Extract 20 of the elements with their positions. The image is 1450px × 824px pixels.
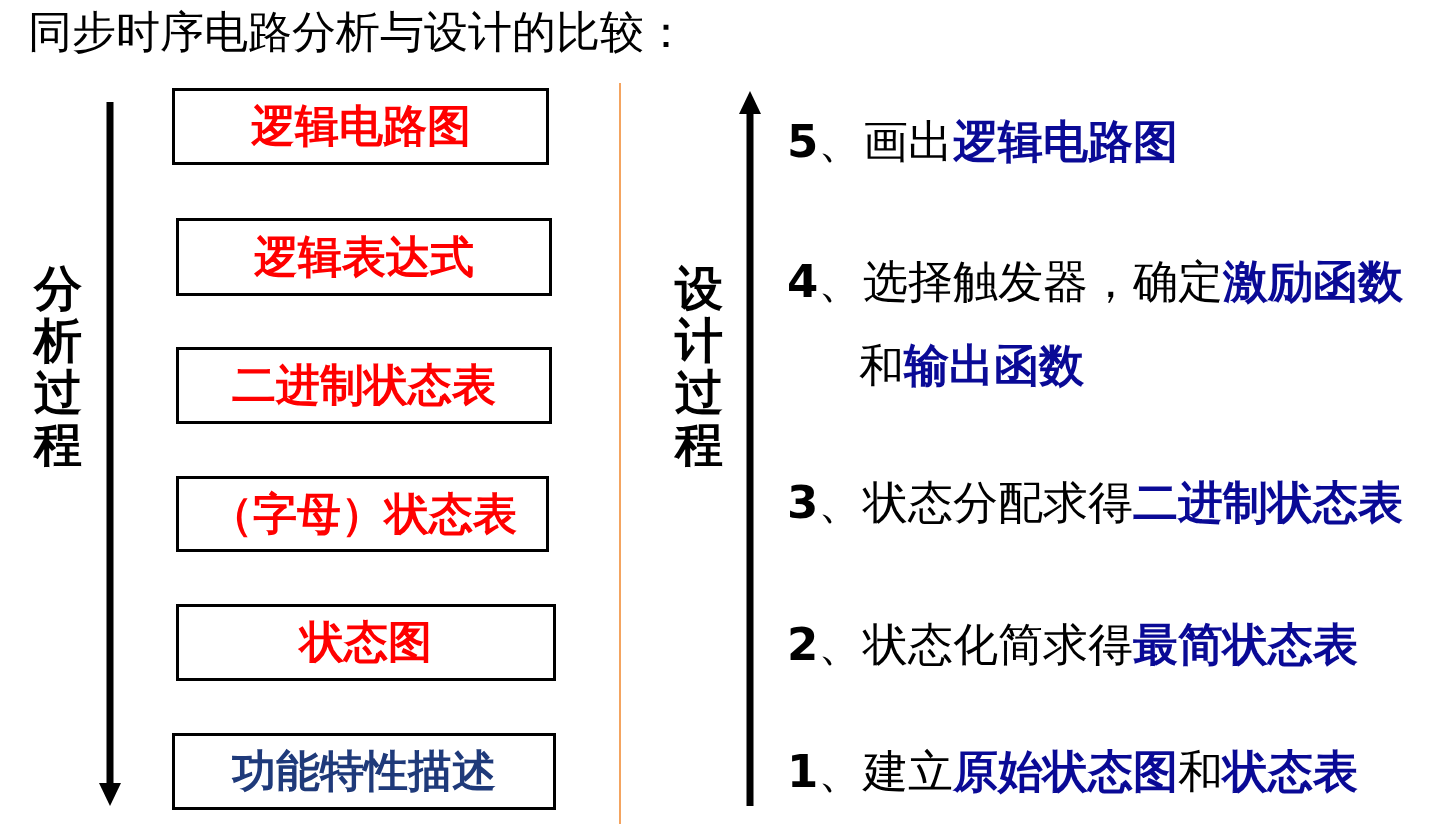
step-text: 1、建立原始状态图和状态表	[787, 744, 1359, 800]
step-text: 2、状态化简求得最简状态表	[787, 617, 1359, 673]
step-text: 3、状态分配求得二进制状态表	[787, 475, 1404, 531]
stage-text: 逻辑表达式	[254, 230, 474, 284]
title: 同步时序电路分析与设计的比较：	[28, 5, 688, 59]
stage-box	[176, 476, 549, 552]
step-text: 4、选择触发器，确定激励函数和输出函数	[787, 254, 1405, 394]
step-text: 5、画出逻辑电路图	[787, 114, 1179, 170]
stage-text: 逻辑电路图	[250, 100, 471, 153]
stage-text: 状态图	[300, 616, 432, 669]
stage-text: 二进制状态表	[232, 359, 496, 412]
stage-text: 功能特性描述	[232, 745, 496, 798]
stage-box	[172, 733, 556, 810]
stage-box	[176, 604, 556, 681]
stage-box	[176, 218, 552, 296]
stage-box	[172, 88, 549, 165]
stage-box	[176, 347, 552, 424]
stage-text: （字母）状态表	[208, 487, 517, 541]
process-label: 设计过程	[674, 262, 724, 470]
process-label: 分析过程	[33, 262, 83, 470]
